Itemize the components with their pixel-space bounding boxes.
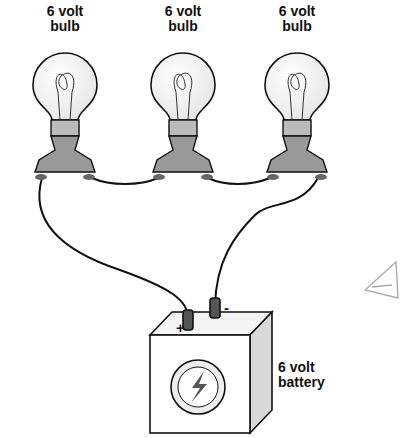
pencil-mark: [365, 262, 398, 298]
wire: [39, 178, 318, 318]
light-bulbs: [33, 53, 329, 180]
terminal-sign: -: [224, 300, 236, 315]
part-label: 6 volt bulb: [153, 4, 213, 34]
terminal-sign: +: [176, 320, 188, 335]
battery-symbol: [150, 298, 272, 433]
part-label: 6 volt bulb: [267, 4, 327, 34]
part-label: 6 volt battery: [278, 360, 348, 390]
part-label: 6 volt bulb: [35, 4, 95, 34]
